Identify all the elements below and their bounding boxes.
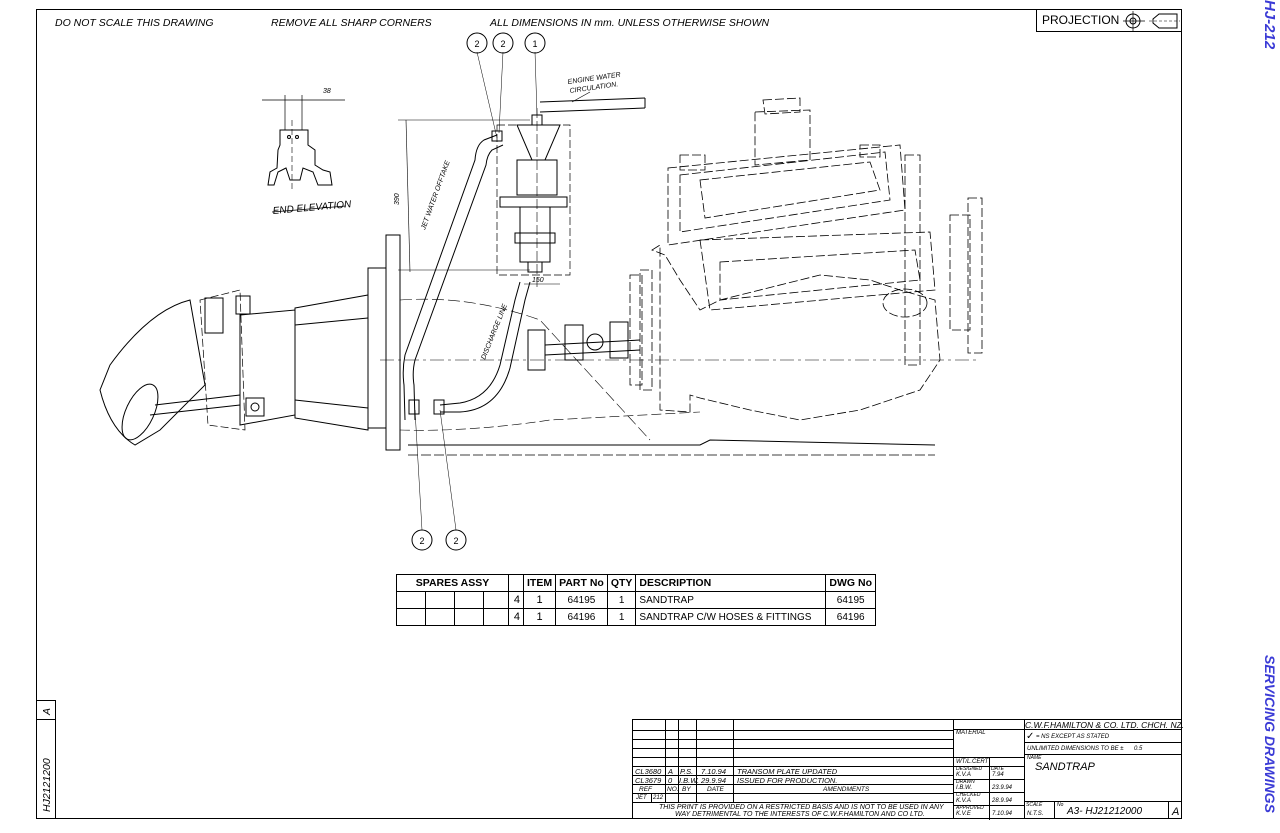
engine-outline (629, 97, 983, 421)
amend-header-date: DATE (707, 786, 724, 793)
title-block: CL3680 A P.S. 7.10.94 TRANSOM PLATE UPDA… (632, 719, 1185, 820)
amend-text-1: ISSUED FOR PRODUCTION. (737, 776, 838, 785)
table-row: 4 1 64195 1 SANDTRAP 64195 (396, 591, 876, 609)
jet-water-offtake-label: JET WATER OFFTAKE (420, 160, 452, 232)
left-drawing-number: HJ2121200 (41, 758, 53, 812)
designed-label: DESIGNED (956, 766, 983, 772)
approved-by: K.V.E (956, 811, 971, 817)
sheet-size: A3- (1067, 806, 1083, 817)
amend-by-0: P.S. (680, 767, 694, 776)
amend-header-by: BY (682, 786, 691, 793)
restricted-notice-2: WAY DETRIMENTAL TO THE INTERESTS OF C.W.… (675, 811, 925, 818)
drawing-number: A3- HJ21212000 (1067, 806, 1142, 817)
approved-date: 7.10.94 (992, 811, 1013, 817)
note-do-not-scale: DO NOT SCALE THIS DRAWING (55, 17, 214, 29)
date-label: DATE (991, 766, 1004, 772)
amend-header-no: NO. (667, 786, 679, 793)
end-elevation-detail (262, 95, 347, 213)
left-rev-label: A (41, 707, 53, 715)
balloon-text: 2 (419, 536, 424, 546)
drawing-name: SANDTRAP (1035, 761, 1095, 773)
drawing-frame (36, 9, 1182, 819)
amend-header-ref: REF (639, 786, 652, 793)
tolerance-value: 0.5 (1134, 746, 1143, 752)
material-label: MATERIAL (956, 730, 986, 736)
projection-box: PROJECTION (1036, 9, 1182, 32)
amend-by-1: I.B.W. (679, 776, 700, 785)
amend-date-1: 29.9.94 (701, 776, 727, 785)
note-dimensions: ALL DIMENSIONS IN mm. UNLESS OTHERWISE S… (490, 17, 770, 29)
balloon-text: 2 (500, 39, 505, 49)
dim-38-label: 38 (323, 88, 331, 95)
approved-label: APPROVED (956, 805, 984, 811)
projection-symbol-icon (1123, 11, 1180, 31)
amend-text-0: TRANSOM PLATE UPDATED (737, 767, 838, 776)
header-qty: QTY (606, 574, 637, 592)
jet-label: JET (636, 795, 647, 801)
company-name: C.W.F.HAMILTON & CO. LTD. CHCH. NZ. (1025, 720, 1185, 730)
amend-header-amendments: AMENDMENTS (823, 786, 870, 793)
jet-number: 212 (653, 795, 664, 801)
designed-by: K.V.A (956, 772, 971, 778)
wt-label: WT/L.CERT (956, 759, 989, 765)
amend-ref-0: CL3680 (635, 767, 662, 776)
revision-letter: A (1172, 806, 1180, 818)
amend-no-1: 0 (668, 776, 673, 785)
header-desc: DESCRIPTION (635, 574, 827, 592)
drawing-number-value: HJ21212000 (1085, 806, 1143, 817)
checked-by: K.V.A (956, 798, 971, 804)
header-item: ITEM (522, 574, 557, 592)
unlimited-dims-text: UNLIMITED DIMENSIONS TO BE ± (1027, 746, 1124, 752)
header-dwg: DWG No (825, 574, 876, 592)
amend-ref-1: CL3679 (635, 776, 662, 785)
ns-except-text: = NS EXCEPT AS STATED (1036, 734, 1110, 740)
hj212-side-label: HJ-212 (1261, 0, 1278, 50)
scale-label: SCALE (1026, 802, 1043, 808)
technical-drawing: 38 390 150 ENGINE WATER CIRCULATION. JET… (99, 32, 983, 551)
note-sharp-corners: REMOVE ALL SHARP CORNERS (271, 17, 432, 29)
amend-no-0: A (668, 767, 674, 776)
drawn-label: DRAWN (956, 779, 975, 785)
balloon-text: 2 (453, 536, 458, 546)
dim-150-label: 150 (532, 277, 544, 284)
parts-table-header: SPARES ASSY ITEM PART No QTY DESCRIPTION… (396, 574, 876, 592)
drawn-by: I.B.W. (956, 785, 973, 791)
header-part: PART No (555, 574, 608, 592)
no-label: No (1057, 802, 1064, 808)
table-row: 4 1 64196 1 SANDTRAP C/W HOSES & FITTING… (396, 608, 876, 626)
balloon-text: 1 (532, 39, 537, 49)
checked-label: CHECKED (956, 792, 981, 798)
designed-date: 7.94 (992, 772, 1004, 778)
header-spares: SPARES ASSY (396, 574, 509, 592)
amend-date-0: 7.10.94 (701, 767, 727, 776)
left-strip: A HJ2121200 (36, 700, 56, 819)
balloon-text: 2 (474, 39, 479, 49)
scale-value: N.T.S. (1027, 811, 1044, 817)
restricted-notice-1: THIS PRINT IS PROVIDED ON A RESTRICTED B… (659, 804, 944, 811)
checked-date: 28.9.94 (992, 798, 1013, 804)
discharge-line-label: DISCHARGE LINE (480, 303, 509, 361)
projection-label: PROJECTION (1042, 13, 1120, 27)
check-icon: ✓ (1026, 731, 1035, 742)
parts-table: SPARES ASSY ITEM PART No QTY DESCRIPTION… (396, 574, 876, 626)
servicing-drawings-side-label: SERVICING DRAWINGS (1262, 655, 1278, 813)
name-label: NAME (1027, 755, 1042, 761)
dim-390-label: 390 (394, 193, 401, 205)
drawn-date: 23.9.94 (992, 785, 1013, 791)
end-elevation-label: END ELEVATION (272, 199, 352, 217)
